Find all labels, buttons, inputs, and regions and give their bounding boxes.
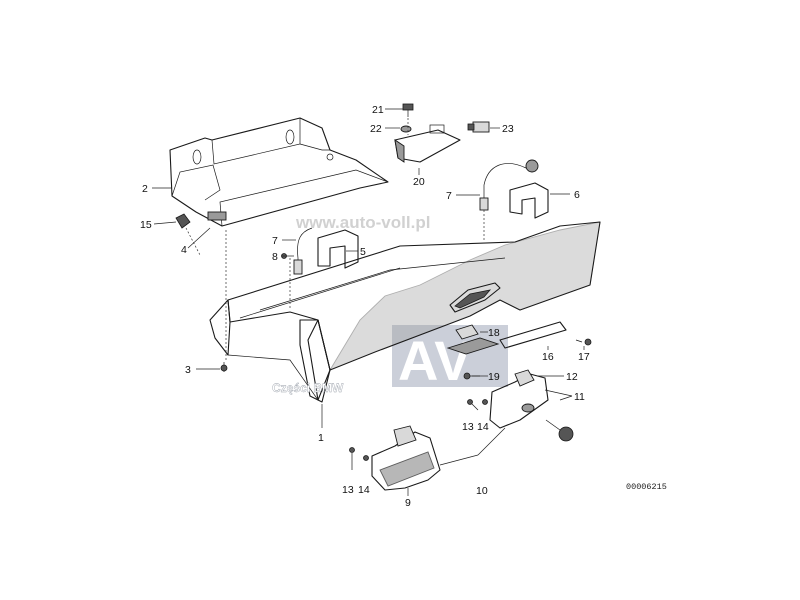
callout-14-left: 14 <box>358 484 370 496</box>
watermark-url: www.auto-voll.pl <box>295 213 430 232</box>
callout-17: 17 <box>578 351 590 363</box>
watermark-logo-text: AV <box>398 329 472 392</box>
callout-22: 22 <box>370 123 382 135</box>
callout-14-right: 14 <box>477 421 489 433</box>
callout-13-right: 13 <box>462 421 474 433</box>
part-9-lock <box>371 425 441 491</box>
callout-11: 11 <box>574 391 585 403</box>
callout-12: 12 <box>566 371 578 383</box>
part-16-trim-strip <box>499 321 567 349</box>
callout-3: 3 <box>185 364 191 376</box>
part-2-bracket <box>169 117 389 227</box>
part-22-washer <box>400 125 412 133</box>
callouts: 2 15 4 3 1 7 8 5 7 6 21 22 23 20 18 16 1… <box>140 104 590 509</box>
callout-8: 8 <box>272 251 278 263</box>
part-11-key <box>545 419 574 442</box>
leader-lines <box>152 108 585 496</box>
callout-20: 20 <box>413 176 425 188</box>
part-17-screw <box>575 338 592 346</box>
callout-18: 18 <box>488 327 500 339</box>
part-23-connector <box>467 121 490 133</box>
watermark-logo: AV <box>392 325 508 392</box>
callout-9: 9 <box>405 497 411 509</box>
part-20-switch <box>394 124 461 163</box>
part-6-lamp-bracket <box>479 159 549 219</box>
watermark-caption: Części BMW <box>272 381 344 395</box>
callout-1: 1 <box>318 432 324 444</box>
callout-4: 4 <box>181 244 187 256</box>
part-12-lock <box>489 369 549 429</box>
callout-23: 23 <box>502 123 514 135</box>
part-18-pad <box>446 324 500 355</box>
part-15-clip <box>175 213 191 229</box>
callout-2: 2 <box>142 183 148 195</box>
part-21-screw <box>402 103 414 117</box>
part-13-14-screws-right <box>467 399 488 411</box>
callout-21: 21 <box>372 104 384 116</box>
part-5-lamp-bracket <box>293 227 359 275</box>
part-1-glove-box <box>209 221 601 403</box>
callout-13-left: 13 <box>342 484 354 496</box>
assembly-lines <box>185 118 485 362</box>
callout-19: 19 <box>488 371 500 383</box>
callout-6: 6 <box>574 189 580 201</box>
document-id: 00006215 <box>626 482 667 492</box>
callout-7-upper: 7 <box>446 190 452 202</box>
callout-15: 15 <box>140 219 152 231</box>
callout-5: 5 <box>360 246 366 258</box>
callout-7-lower: 7 <box>272 235 278 247</box>
part-3-screw <box>220 362 228 372</box>
part-13-14-screws-left <box>349 447 369 470</box>
callout-10: 10 <box>476 485 488 497</box>
callout-16: 16 <box>542 351 554 363</box>
